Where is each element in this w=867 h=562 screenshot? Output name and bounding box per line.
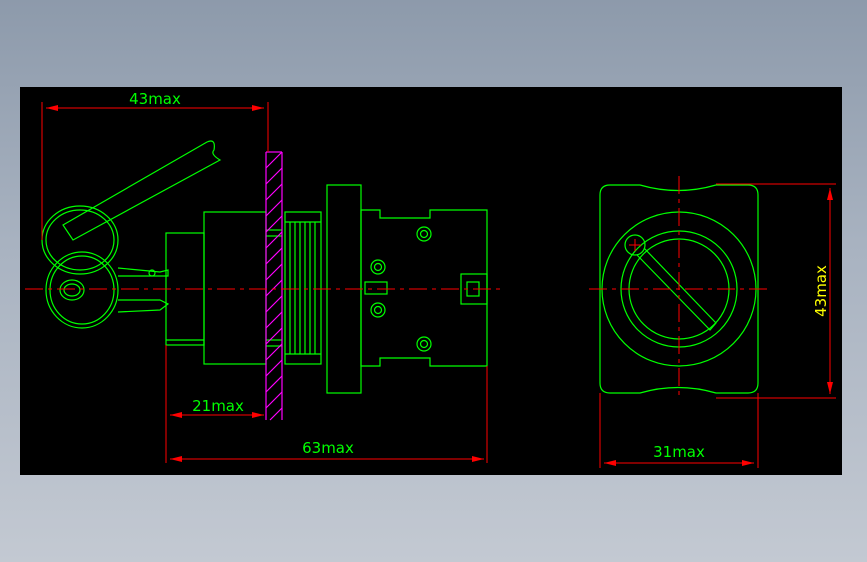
key-handle [62,140,222,241]
contact-block [360,209,488,367]
front-view-centermarks [629,239,641,251]
mounting-panel [265,151,283,421]
front-housing [599,184,759,394]
front-view [589,176,770,400]
cad-viewport[interactable]: 43max 21max 63max 43max [20,87,842,475]
side-view [25,140,505,421]
bezel [165,211,282,365]
dim-front-width: 31max [653,443,705,461]
front-view-dimensions [599,183,836,468]
key-ring [41,205,119,329]
dim-key-length: 43max [129,90,181,108]
key-slot-indicator [624,234,717,331]
side-view-dimensions [41,102,488,463]
dim-overall-length: 63max [302,439,354,457]
key-blade [117,267,170,313]
dim-front-height: 43max [812,265,830,317]
knurled-nut [284,211,322,365]
technical-drawing: 43max 21max 63max 43max [25,90,836,468]
dim-bezel-length: 21max [192,397,244,415]
front-view-centerlines [589,176,770,400]
